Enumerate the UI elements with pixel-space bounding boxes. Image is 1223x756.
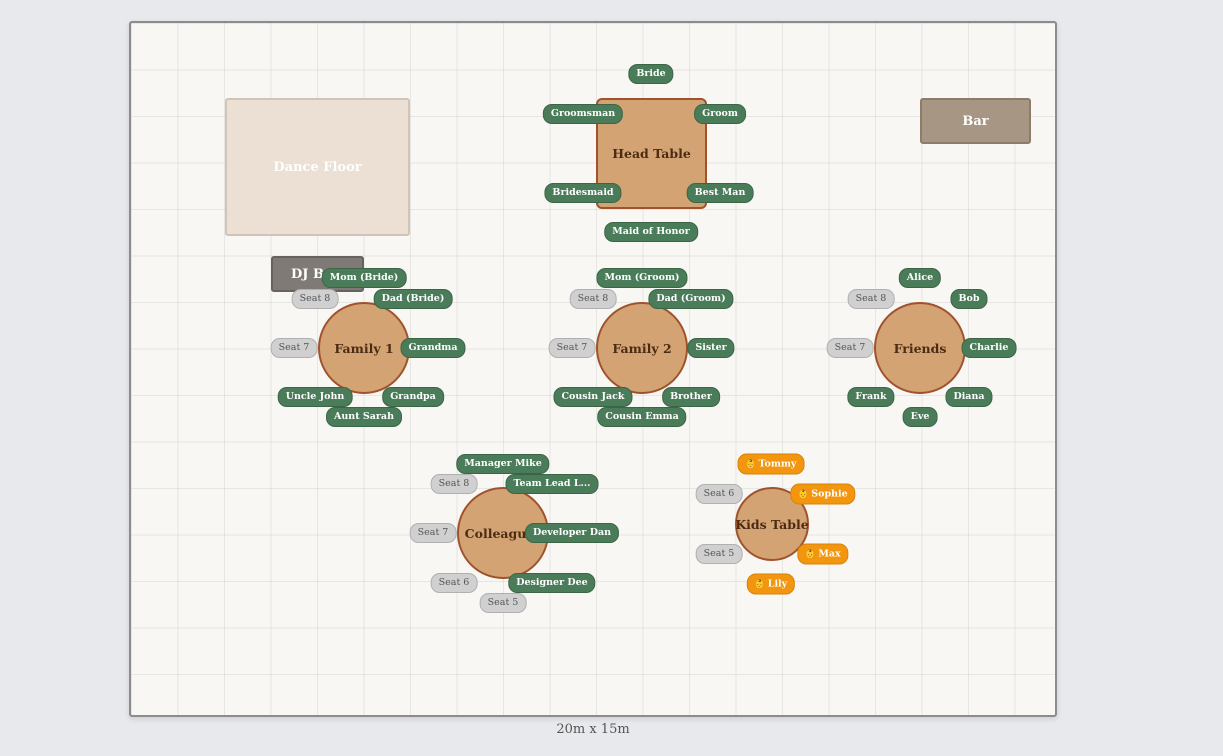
family-2-table[interactable]: Family 2 <box>596 302 688 394</box>
seat-empty[interactable]: Seat 6 <box>430 573 478 593</box>
table-label: Family 1 <box>334 340 394 356</box>
seat-empty[interactable]: Seat 5 <box>695 544 743 564</box>
seat-kid[interactable]: 👶Sophie <box>790 483 856 505</box>
table-label: Friends <box>893 340 947 356</box>
seat-empty[interactable]: Seat 8 <box>569 289 617 309</box>
canvas-dimensions-label: 20m x 15m <box>556 722 630 737</box>
seat-taken[interactable]: Diana <box>945 387 993 407</box>
seat-taken[interactable]: Bride <box>628 64 674 84</box>
table-label: Head Table <box>612 146 691 161</box>
seat-empty[interactable]: Seat 8 <box>291 289 339 309</box>
family-1-table[interactable]: Family 1 <box>318 302 410 394</box>
baby-icon: 👶 <box>798 488 809 499</box>
bar-label: Bar <box>962 113 989 129</box>
seat-taken[interactable]: Bridesmaid <box>544 183 622 203</box>
seat-empty[interactable]: Seat 7 <box>270 338 318 358</box>
seat-taken[interactable]: Cousin Jack <box>553 387 633 407</box>
seating-canvas[interactable]: Dance Floor Bar DJ Booth Head Table Brid… <box>129 21 1057 717</box>
table-label: Colleagues <box>464 525 542 541</box>
seat-taken[interactable]: Team Lead L... <box>505 474 599 494</box>
dance-floor-label: Dance Floor <box>273 159 362 175</box>
seat-kid[interactable]: 👶Tommy <box>737 453 805 475</box>
seat-taken[interactable]: Best Man <box>686 183 754 203</box>
seat-taken[interactable]: Grandma <box>400 338 466 358</box>
seat-taken[interactable]: Grandpa <box>382 387 444 407</box>
baby-icon: 👶 <box>754 578 765 589</box>
friends-table[interactable]: Friends <box>874 302 966 394</box>
seat-kid-label: Max <box>818 548 841 560</box>
seat-taken[interactable]: Cousin Emma <box>597 407 687 427</box>
baby-icon: 👶 <box>805 548 816 559</box>
dance-floor-zone[interactable]: Dance Floor <box>225 98 410 236</box>
seat-kid-label: Sophie <box>811 488 848 500</box>
seat-kid-label: Tommy <box>758 458 797 470</box>
seat-taken[interactable]: Dad (Groom) <box>648 289 734 309</box>
seat-taken[interactable]: Dad (Bride) <box>373 289 453 309</box>
seat-empty[interactable]: Seat 7 <box>409 523 457 543</box>
seat-taken[interactable]: Developer Dan <box>524 523 620 543</box>
seat-taken[interactable]: Uncle John <box>277 387 353 407</box>
seat-taken[interactable]: Manager Mike <box>456 454 550 474</box>
baby-icon: 👶 <box>745 458 756 469</box>
seat-empty[interactable]: Seat 6 <box>695 484 743 504</box>
seat-kid[interactable]: 👶Max <box>797 543 849 565</box>
seat-taken[interactable]: Sister <box>687 338 735 358</box>
seat-kid[interactable]: 👶Lily <box>746 573 796 595</box>
seat-taken[interactable]: Alice <box>898 268 942 288</box>
seat-taken[interactable]: Groom <box>694 104 746 124</box>
seat-taken[interactable]: Maid of Honor <box>604 222 698 242</box>
seat-taken[interactable]: Groomsman <box>542 104 624 124</box>
seat-taken[interactable]: Frank <box>847 387 895 407</box>
seat-kid-label: Lily <box>767 578 788 590</box>
bar-zone[interactable]: Bar <box>920 98 1031 144</box>
seat-taken[interactable]: Charlie <box>961 338 1017 358</box>
seat-taken[interactable]: Eve <box>902 407 938 427</box>
seat-taken[interactable]: Brother <box>662 387 720 407</box>
table-label: Kids Table <box>735 516 809 532</box>
seat-empty[interactable]: Seat 7 <box>548 338 596 358</box>
colleagues-table[interactable]: Colleagues <box>457 487 549 579</box>
seat-taken[interactable]: Bob <box>950 289 988 309</box>
seat-taken[interactable]: Mom (Bride) <box>321 268 407 288</box>
seat-empty[interactable]: Seat 8 <box>847 289 895 309</box>
table-label: Family 2 <box>612 340 672 356</box>
seat-taken[interactable]: Designer Dee <box>508 573 596 593</box>
seat-empty[interactable]: Seat 7 <box>826 338 874 358</box>
seat-empty[interactable]: Seat 8 <box>430 474 478 494</box>
seat-taken[interactable]: Mom (Groom) <box>596 268 688 288</box>
seat-taken[interactable]: Aunt Sarah <box>326 407 402 427</box>
seat-empty[interactable]: Seat 5 <box>479 593 527 613</box>
